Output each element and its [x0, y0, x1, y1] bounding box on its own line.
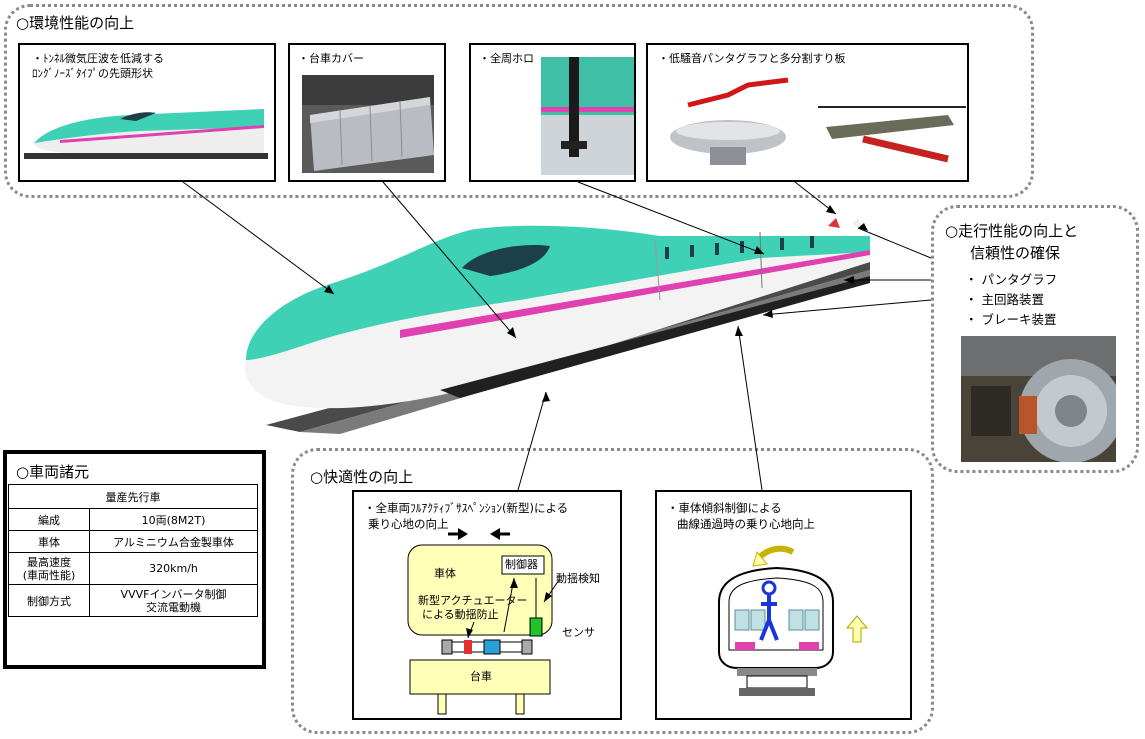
spec-key-max-speed: 最高速度(車両性能)	[8, 552, 90, 585]
suspension-panel: ・全車両ﾌﾙｱｸﾃｨﾌﾞｻｽﾍﾟﾝｼｮﾝ(新型)による 乗り心地の向上 車体 制…	[352, 490, 622, 720]
running-title-2: 信頼性の確保	[970, 244, 1061, 262]
bogie-cover-panel: ・台車カバー	[288, 43, 446, 182]
full-hood-label: ・全周ホロ	[479, 52, 534, 65]
suspension-label-1: ・全車両ﾌﾙｱｸﾃｨﾌﾞｻｽﾍﾟﾝｼｮﾝ(新型)による	[364, 501, 569, 515]
bogie-label: 台車	[470, 670, 492, 683]
running-item-main-circuit: ・ 主回路装置	[965, 292, 1044, 307]
nose-shape-panel: ・ﾄﾝﾈﾙ微気圧波を低減する ﾛﾝｸﾞﾉｰｽﾞﾀｲﾌﾟの先頭形状	[18, 43, 276, 182]
tilt-panel: ・車体傾斜制御による 曲線通過時の乗り心地向上	[655, 490, 912, 720]
tilt-label-2: 曲線通過時の乗り心地向上	[677, 517, 815, 531]
environment-section	[4, 4, 1034, 198]
actuator-label-1: 新型アクチュエーター	[418, 594, 528, 607]
running-section	[931, 205, 1139, 473]
environment-title: ○環境性能の向上	[16, 14, 135, 32]
pantograph-label: ・低騒音パンタグラフと多分割すり板	[658, 52, 846, 65]
pantograph-photo	[670, 77, 966, 165]
spec-key-control: 制御方式	[8, 584, 90, 617]
running-item-brake: ・ ブレーキ装置	[965, 312, 1057, 327]
running-list: ・ パンタグラフ ・ 主回路装置 ・ ブレーキ装置	[965, 270, 1057, 330]
spec-value-control: VVVFインバータ制御交流電動機	[89, 584, 258, 617]
tilt-diagram	[718, 545, 869, 696]
comfort-title: ○快適性の向上	[310, 468, 414, 486]
tilt-label-1: ・車体傾斜制御による	[667, 501, 782, 515]
full-hood-panel: ・全周ホロ	[469, 43, 636, 182]
spec-value-formation: 10両(8M2T)	[89, 508, 258, 531]
running-title-1: ○走行性能の向上と	[945, 222, 1079, 240]
long-nose-train-image	[24, 109, 268, 159]
nose-shape-label-2: ﾛﾝｸﾞﾉｰｽﾞﾀｲﾌﾟの先頭形状	[32, 67, 153, 80]
sensor-label: センサ	[562, 626, 595, 639]
motion-detect-label: 動揺検知	[556, 572, 600, 585]
comfort-section	[291, 448, 934, 734]
bogie-cover-label: ・台車カバー	[298, 52, 364, 65]
spec-frame	[3, 450, 266, 669]
spec-title: ○車両諸元	[16, 463, 90, 481]
brake-equipment-photo	[961, 336, 1116, 462]
controller-label: 制御器	[505, 558, 538, 571]
bogie-cover-photo	[302, 75, 434, 173]
car-body-label: 車体	[434, 567, 456, 580]
suspension-diagram	[407, 528, 560, 715]
actuator-label-2: による動揺防止	[422, 608, 499, 621]
suspension-label-2: 乗り心地の向上	[368, 517, 449, 531]
full-hood-photo	[541, 57, 634, 175]
nose-shape-label-1: ・ﾄﾝﾈﾙ微気圧波を低減する	[32, 52, 164, 65]
running-item-pantograph: ・ パンタグラフ	[965, 272, 1058, 287]
pantograph-panel: ・低騒音パンタグラフと多分割すり板	[646, 43, 969, 182]
spec-value-max-speed: 320km/h	[89, 552, 258, 585]
